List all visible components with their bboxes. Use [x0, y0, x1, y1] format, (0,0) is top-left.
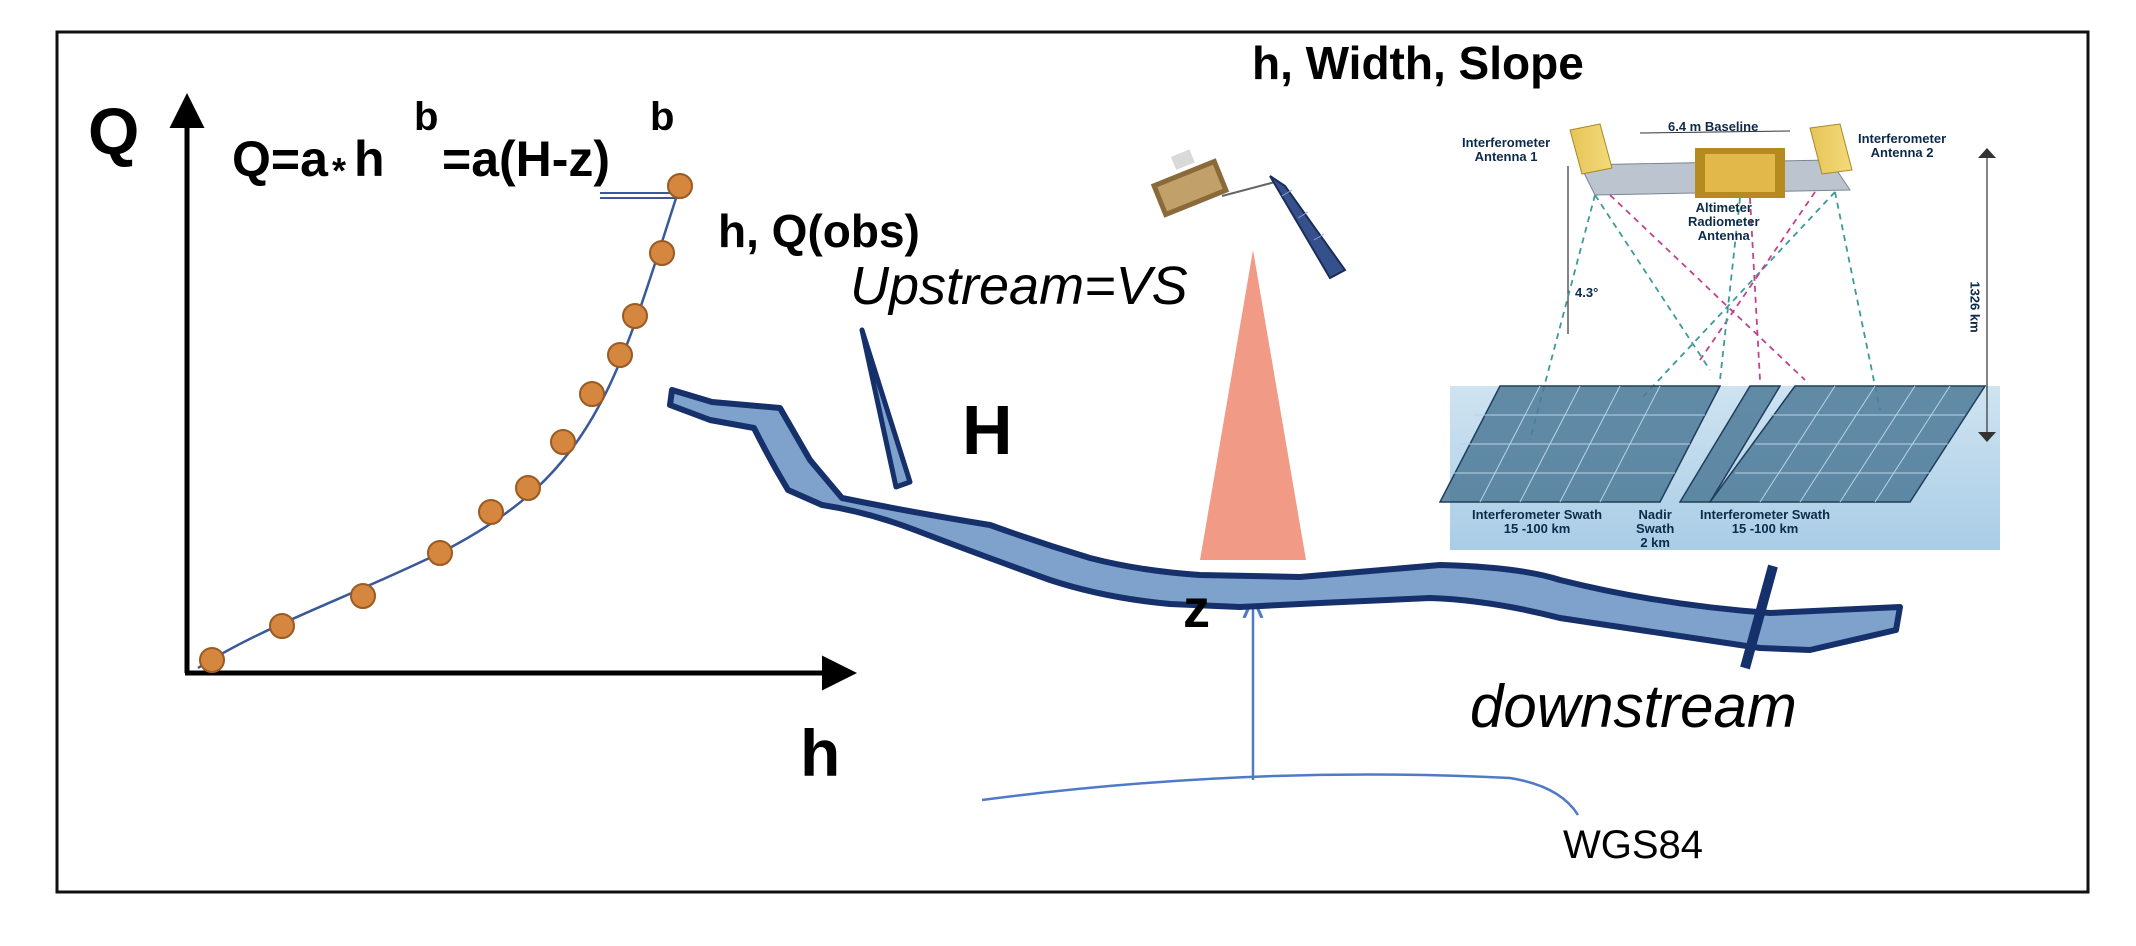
swot-altimeter-line2: Radiometer [1688, 214, 1760, 229]
observation-point [649, 240, 675, 266]
observation-point [350, 583, 376, 609]
swot-swath-right-line1: Interferometer Swath [1700, 507, 1831, 522]
upstream-label: Upstream=VS [850, 256, 1188, 316]
swot-antenna2-line2: Antenna 2 [1870, 145, 1934, 160]
swot-antenna1-line1: Interferometer [1462, 135, 1551, 150]
swot-altimeter-line3: Antenna [1697, 228, 1750, 243]
bed-elevation-label: z [1183, 579, 1210, 639]
swot-antenna2-line1: Interferometer [1858, 131, 1947, 146]
water-level-label: H [962, 391, 1013, 469]
observation-points [199, 173, 693, 673]
swot-antenna1-label: Interferometer Antenna 1 [1462, 136, 1550, 164]
swot-swath-nadir-line1: Nadir [1638, 507, 1672, 522]
swot-diagram [1438, 123, 2000, 550]
datum-label: WGS84 [1563, 823, 1704, 867]
formula-h: h [354, 131, 385, 187]
altimeter-beam [1200, 250, 1306, 560]
river-channel [667, 387, 1903, 653]
swot-swath-left-line1: Interferometer Swath [1472, 507, 1603, 522]
formula-mult: * [332, 150, 347, 191]
figure-frame [55, 30, 2090, 894]
observation-point [478, 499, 504, 525]
observation-label: h, Q(obs) [718, 205, 920, 257]
x-axis-label: h [800, 716, 841, 790]
observation-point [515, 475, 541, 501]
observation-point [427, 540, 453, 566]
swot-swath-left-label: Interferometer Swath 15 -100 km [1472, 508, 1602, 536]
swot-title: h, Width, Slope [1252, 37, 1584, 89]
satellite-icon [1150, 149, 1347, 280]
observation-point [607, 342, 633, 368]
observation-point [579, 381, 605, 407]
swot-antenna1-line2: Antenna 1 [1474, 149, 1538, 164]
formula-lhs: Q=a [232, 131, 328, 187]
swot-antenna2-label: Interferometer Antenna 2 [1858, 132, 1946, 160]
tributary [859, 327, 913, 490]
swot-altimeter-line1: Altimeter [1695, 200, 1752, 215]
swot-swath-nadir-line2: Swath [1636, 521, 1675, 536]
swot-swath-left-line2: 15 -100 km [1503, 521, 1571, 536]
formula-exponent-1: b [414, 95, 439, 139]
observation-point [269, 613, 295, 639]
observation-point [667, 173, 693, 199]
downstream-label: downstream [1470, 673, 1797, 740]
swot-angle-label: 4.3° [1575, 285, 1599, 300]
swot-altimeter-label: Altimeter Radiometer Antenna [1688, 201, 1760, 243]
swot-baseline-label: 6.4 m Baseline [1668, 119, 1759, 134]
formula-mid: =a(H-z) [442, 131, 611, 187]
swot-altitude-label: 1326 km [1967, 281, 1983, 333]
formula-exponent-2: b [650, 95, 675, 139]
swath-grids [1438, 385, 1987, 503]
rating-formula: Q=a * h b =a(H-z) b [232, 95, 692, 191]
observation-point [199, 647, 225, 673]
swot-swath-nadir-label: Nadir Swath 2 km [1636, 508, 1674, 550]
swot-swath-nadir-line3: 2 km [1640, 535, 1670, 550]
swot-swath-right-label: Interferometer Swath 15 -100 km [1700, 508, 1830, 536]
downstream-gauge-mark [1740, 564, 1778, 670]
observation-point [622, 303, 648, 329]
rating-curve [197, 185, 682, 670]
wgs84-ellipsoid [981, 773, 1580, 816]
y-axis-label: Q [88, 94, 140, 168]
swot-swath-right-line2: 15 -100 km [1731, 521, 1799, 536]
observation-point [550, 429, 576, 455]
